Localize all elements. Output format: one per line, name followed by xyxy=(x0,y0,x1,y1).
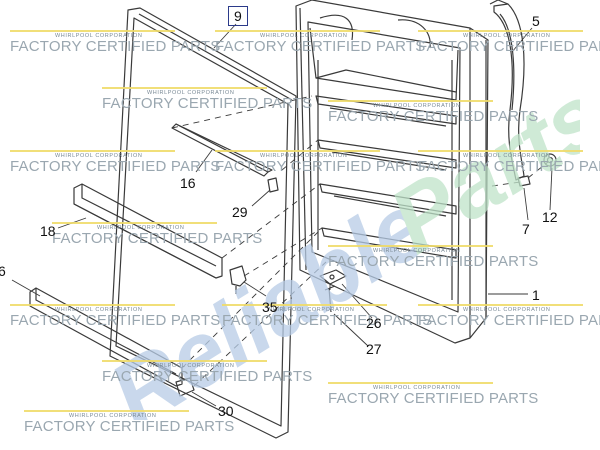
door-body xyxy=(295,0,489,344)
watermark-stamp: WHIRLPOOL CORPORATION FACTORY CERTIFIED … xyxy=(418,150,600,174)
watermark-corp-text: WHIRLPOOL CORPORATION xyxy=(373,102,461,109)
callout-9[interactable]: 9 xyxy=(228,6,248,26)
watermark-main-text: FACTORY CERTIFIED PARTS xyxy=(102,94,313,112)
watermark-corp-text: WHIRLPOOL CORPORATION xyxy=(267,306,355,313)
leader-lines xyxy=(11,23,553,407)
watermark-main-text: FACTORY CERTIFIED PARTS xyxy=(52,229,263,247)
watermark-corp-text: WHIRLPOOL CORPORATION xyxy=(260,152,348,159)
callout-26[interactable]: 26 xyxy=(366,315,382,331)
watermark-corp-text: WHIRLPOOL CORPORATION xyxy=(69,412,157,419)
callout-7[interactable]: 7 xyxy=(522,221,530,237)
watermark-corp-text: WHIRLPOOL CORPORATION xyxy=(97,224,185,231)
watermark-stamp: WHIRLPOOL CORPORATION FACTORY CERTIFIED … xyxy=(222,304,432,328)
callout-29[interactable]: 29 xyxy=(232,204,248,220)
callout-16[interactable]: 16 xyxy=(180,175,196,191)
watermark-stamp: WHIRLPOOL CORPORATION FACTORY CERTIFIED … xyxy=(24,410,234,434)
watermark-main-text: FACTORY CERTIFIED PARTS xyxy=(328,107,539,125)
watermark-main-text: FACTORY CERTIFIED PARTS xyxy=(418,311,600,329)
watermark-corp-text: WHIRLPOOL CORPORATION xyxy=(55,152,143,159)
watermark-corp-text: WHIRLPOOL CORPORATION xyxy=(463,32,551,39)
watermark-main-text: FACTORY CERTIFIED PARTS xyxy=(102,367,313,385)
watermark-main-text: FACTORY CERTIFIED PARTS xyxy=(328,389,539,407)
watermark-stamp: WHIRLPOOL CORPORATION FACTORY CERTIFIED … xyxy=(10,304,220,328)
watermark-stamp: WHIRLPOOL CORPORATION FACTORY CERTIFIED … xyxy=(328,100,538,124)
watermark-corp-text: WHIRLPOOL CORPORATION xyxy=(373,384,461,391)
watermark-corp-text: WHIRLPOOL CORPORATION xyxy=(55,306,143,313)
trim-strip-6 xyxy=(29,287,183,387)
watermark-corp-text: WHIRLPOOL CORPORATION xyxy=(463,306,551,313)
watermark-stamp: WHIRLPOOL CORPORATION FACTORY CERTIFIED … xyxy=(418,304,600,328)
watermark-corp-text: WHIRLPOOL CORPORATION xyxy=(147,89,235,96)
watermark-stamp: WHIRLPOOL CORPORATION FACTORY CERTIFIED … xyxy=(102,87,312,111)
hinge-26 xyxy=(319,269,347,285)
callout-5[interactable]: 5 xyxy=(532,13,540,29)
clip-30 xyxy=(175,377,195,397)
assembly-lines xyxy=(171,95,549,387)
watermark-stamp: WHIRLPOOL CORPORATION FACTORY CERTIFIED … xyxy=(328,245,538,269)
watermark-main-text: FACTORY CERTIFIED PARTS xyxy=(418,157,600,175)
watermark-stamp: WHIRLPOOL CORPORATION FACTORY CERTIFIED … xyxy=(328,382,538,406)
watermark-main-text: FACTORY CERTIFIED PARTS xyxy=(24,417,235,435)
watermark-stamp: WHIRLPOOL CORPORATION FACTORY CERTIFIED … xyxy=(10,150,220,174)
watermark-stamp: WHIRLPOOL CORPORATION FACTORY CERTIFIED … xyxy=(418,30,600,54)
watermark-main-text: FACTORY CERTIFIED PARTS xyxy=(328,252,539,270)
watermark-corp-text: WHIRLPOOL CORPORATION xyxy=(373,247,461,254)
callout-12[interactable]: 12 xyxy=(542,209,558,225)
callout-35[interactable]: 35 xyxy=(262,299,278,315)
watermark-stamp: WHIRLPOOL CORPORATION FACTORY CERTIFIED … xyxy=(215,30,425,54)
watermark-main-text: FACTORY CERTIFIED PARTS xyxy=(215,37,426,55)
callout-1[interactable]: 1 xyxy=(532,287,540,303)
trim-strip-16 xyxy=(171,123,273,177)
watermark-main-text: FACTORY CERTIFIED PARTS xyxy=(10,37,221,55)
callout-30[interactable]: 30 xyxy=(218,403,234,419)
watermark-stamp: WHIRLPOOL CORPORATION FACTORY CERTIFIED … xyxy=(52,222,262,246)
watermark-corp-text: WHIRLPOOL CORPORATION xyxy=(463,152,551,159)
callout-27[interactable]: 27 xyxy=(366,341,382,357)
clip-35 xyxy=(229,265,247,294)
watermark-main-text: FACTORY CERTIFIED PARTS xyxy=(10,157,221,175)
callout-18[interactable]: 18 xyxy=(40,223,56,239)
bracket-7 xyxy=(517,175,531,187)
callout-6[interactable]: 6 xyxy=(0,263,6,279)
watermark-stamp: WHIRLPOOL CORPORATION FACTORY CERTIFIED … xyxy=(10,30,220,54)
trim-strip-18 xyxy=(73,183,223,279)
watermark-main-text: FACTORY CERTIFIED PARTS xyxy=(222,311,433,329)
watermark-main-text: FACTORY CERTIFIED PARTS xyxy=(215,157,426,175)
watermark-stamp: WHIRLPOOL CORPORATION FACTORY CERTIFIED … xyxy=(102,360,312,384)
washer-12 xyxy=(543,153,557,167)
door-gasket xyxy=(109,7,297,439)
watermark-main-text: FACTORY CERTIFIED PARTS xyxy=(418,37,600,55)
watermark-main-text: FACTORY CERTIFIED PARTS xyxy=(10,311,221,329)
watermark-corp-text: WHIRLPOOL CORPORATION xyxy=(55,32,143,39)
clip-29 xyxy=(267,177,279,193)
watermark-corp-text: WHIRLPOOL CORPORATION xyxy=(147,362,235,369)
watermark-corp-text: WHIRLPOOL CORPORATION xyxy=(260,32,348,39)
watermark-stamp: WHIRLPOOL CORPORATION FACTORY CERTIFIED … xyxy=(215,150,425,174)
